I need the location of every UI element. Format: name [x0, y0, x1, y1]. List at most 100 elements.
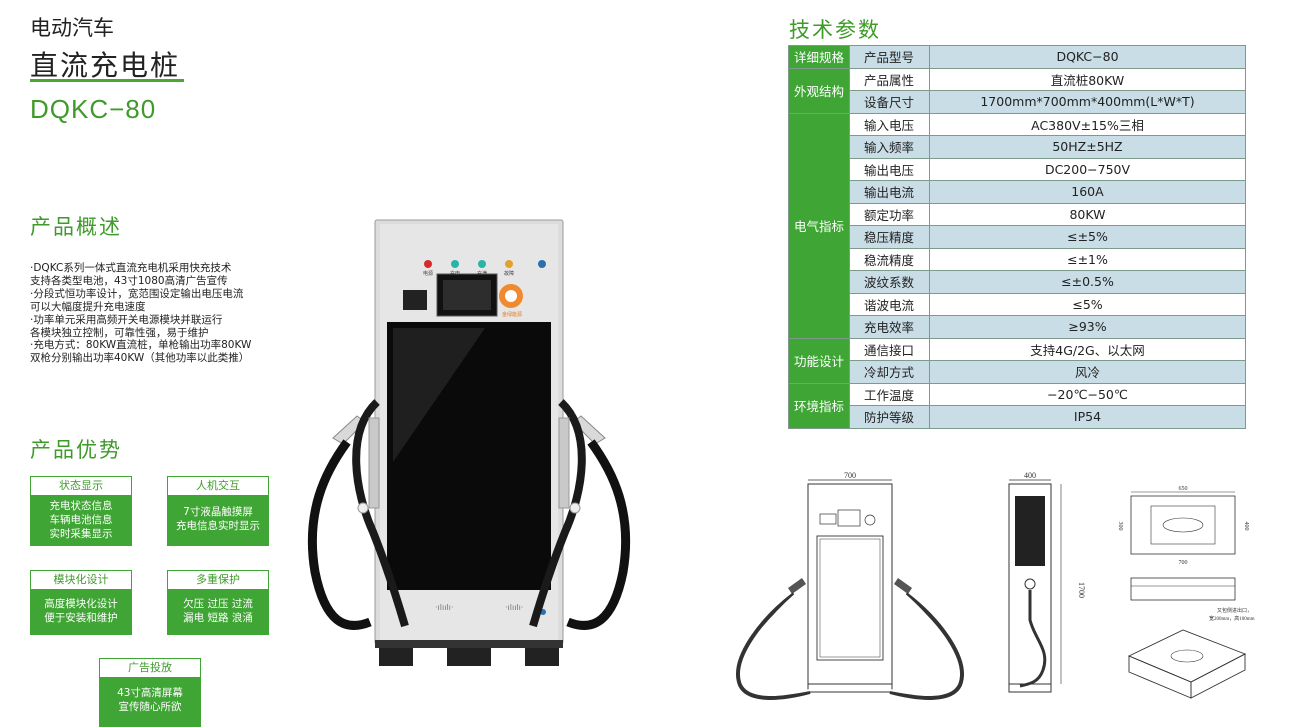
- table-row: 充电效率 ≥93%: [789, 315, 1246, 339]
- spec-name: 谐波电流: [849, 292, 930, 316]
- charger-product-image: 电源 充电 充满 故障 金绿能源 ·ılıılı· ·ılıılı·: [307, 219, 631, 666]
- advantage-line: 7寸液晶触摸屏: [183, 506, 253, 518]
- spec-value: 50HZ±5HZ: [929, 135, 1246, 159]
- spec-value: DQKC−80: [929, 45, 1246, 69]
- table-row: 稳压精度 ≤±5%: [789, 225, 1246, 249]
- base-drawing: 650 300 400 700 又包侧进出口， 宽200mm，高100mm: [1117, 486, 1255, 699]
- advantage-card-advertising: 广告投放 43寸高清屏幕 宣传随心所欲: [99, 658, 201, 727]
- title-underline: [30, 79, 184, 82]
- advantage-line: 实时采集显示: [49, 528, 113, 540]
- advantage-card-hmi: 人机交互 7寸液晶触摸屏 充电信息实时显示: [167, 476, 269, 546]
- table-row: 波纹系数 ≤±0.5%: [789, 270, 1246, 294]
- spec-name: 防护等级: [849, 405, 930, 429]
- advantage-card-protection: 多重保护 欠压 过压 过流 漏电 短路 浪涌: [167, 570, 269, 635]
- spec-name: 通信接口: [849, 337, 930, 361]
- advantage-line: 欠压 过压 过流: [183, 598, 253, 610]
- spec-value: 160A: [929, 180, 1246, 204]
- advantage-title: 人机交互: [168, 477, 268, 496]
- advantage-card-status: 状态显示 充电状态信息 车辆电池信息 实时采集显示: [30, 476, 132, 546]
- table-row: 详细规格 产品型号 DQKC−80: [788, 45, 1246, 69]
- advantage-title: 状态显示: [31, 477, 131, 496]
- light-label: 故障: [504, 270, 514, 277]
- overview-line: 可以大幅度提升充电速度: [30, 300, 146, 313]
- light-label: 电源: [423, 270, 433, 277]
- spec-value: ≥93%: [929, 315, 1246, 339]
- svg-text:·ılıılı·: ·ılıılı·: [505, 603, 523, 612]
- spec-name: 设备尺寸: [849, 90, 930, 114]
- table-row: 设备尺寸 1700mm*700mm*400mm(L*W*T): [789, 90, 1246, 114]
- model-number: DQKC−80: [30, 94, 157, 124]
- page-title: 直流充电桩: [30, 49, 181, 82]
- spec-category: 环境指标: [788, 382, 850, 429]
- table-row: 额定功率 80KW: [789, 202, 1246, 226]
- spec-category: 外观结构: [788, 67, 850, 114]
- spec-category: 电气指标: [788, 112, 850, 339]
- overview-line: 各模块独立控制，可靠性强，易于维护: [30, 326, 209, 339]
- advantage-line: 高度模块化设计: [44, 598, 118, 610]
- overview-line: 双枪分别输出功率40KW（其他功率以此类推）: [30, 352, 250, 365]
- advantage-title: 模块化设计: [31, 571, 131, 590]
- spec-name: 稳压精度: [849, 225, 930, 249]
- overview-line: ·功率单元采用高频开关电源模块并联运行: [30, 313, 223, 326]
- spec-category: 详细规格: [788, 45, 850, 69]
- page-subtitle: 电动汽车: [30, 16, 114, 40]
- advantage-line: 充电信息实时显示: [176, 520, 260, 532]
- spec-value: −20℃−50℃: [929, 382, 1246, 406]
- dimension-label: 700: [1179, 560, 1188, 566]
- advantage-title: 广告投放: [100, 659, 200, 678]
- spec-name: 波纹系数: [849, 270, 930, 294]
- spec-name: 输出电压: [849, 157, 930, 181]
- overview-text: ·DQKC系列一体式直流充电机采用快充技术 支持各类型电池，43寸1080高清广…: [30, 262, 310, 365]
- spec-value: 直流桩80KW: [929, 67, 1246, 91]
- table-row: 输出电压 DC200−750V: [789, 157, 1246, 181]
- table-row: 电气指标 输入电压 AC380V±15%三相: [788, 112, 1246, 339]
- advantage-title: 多重保护: [168, 571, 268, 590]
- table-row: 防护等级 IP54: [789, 405, 1246, 429]
- advantage-line: 便于安装和维护: [44, 612, 118, 624]
- overview-heading: 产品概述: [30, 215, 122, 239]
- dimension-label: 400: [1024, 471, 1036, 480]
- spec-value: 支持4G/2G、以太网: [929, 337, 1246, 361]
- svg-text:·ılıılı·: ·ılıılı·: [435, 603, 453, 612]
- table-row: 外观结构 产品属性 直流桩80KW: [788, 67, 1246, 114]
- spec-value: AC380V±15%三相: [929, 112, 1246, 136]
- spec-name: 额定功率: [849, 202, 930, 226]
- dimension-label: 400: [1243, 522, 1249, 531]
- spec-value: ≤±1%: [929, 247, 1246, 271]
- spec-table: 详细规格 产品型号 DQKC−80 外观结构 产品属性 直流桩80KW 设备尺寸…: [788, 45, 1246, 429]
- table-row: 输入频率 50HZ±5HZ: [789, 135, 1246, 159]
- spec-value: ≤±5%: [929, 225, 1246, 249]
- advantage-line: 43寸高清屏幕: [117, 687, 183, 699]
- spec-name: 工作温度: [849, 382, 930, 406]
- spec-value: 80KW: [929, 202, 1246, 226]
- spec-value: ≤5%: [929, 292, 1246, 316]
- advantage-line: 车辆电池信息: [49, 514, 113, 526]
- spec-value: 风冷: [929, 360, 1246, 384]
- spec-name: 输出电流: [849, 180, 930, 204]
- advantages-heading: 产品优势: [30, 438, 122, 462]
- drawing-note: 又包侧进出口，: [1217, 607, 1252, 614]
- spec-name: 产品属性: [849, 67, 930, 91]
- spec-value: ≤±0.5%: [929, 270, 1246, 294]
- specs-heading: 技术参数: [789, 18, 881, 42]
- table-row: 稳流精度 ≤±1%: [789, 247, 1246, 271]
- spec-name: 输入频率: [849, 135, 930, 159]
- spec-name: 产品型号: [849, 45, 930, 69]
- overview-line: ·分段式恒功率设计，宽范围设定输出电压电流: [30, 287, 244, 300]
- table-row: 谐波电流 ≤5%: [789, 292, 1246, 316]
- advantage-card-modular: 模块化设计 高度模块化设计 便于安装和维护: [30, 570, 132, 635]
- spec-name: 冷却方式: [849, 360, 930, 384]
- overview-line: 支持各类型电池，43寸1080高清广告宣传: [30, 274, 228, 287]
- spec-category: 功能设计: [788, 337, 850, 384]
- table-row: 环境指标 工作温度 −20℃−50℃: [788, 382, 1246, 429]
- side-view-drawing: 400 1700: [1008, 471, 1086, 693]
- advantage-line: 漏电 短路 浪涌: [183, 612, 253, 624]
- advantage-line: 充电状态信息: [49, 500, 113, 512]
- table-row: 功能设计 通信接口 支持4G/2G、以太网: [788, 337, 1246, 384]
- spec-name: 稳流精度: [849, 247, 930, 271]
- advantage-line: 宣传随心所欲: [118, 701, 182, 713]
- table-row: 输出电流 160A: [789, 180, 1246, 204]
- spec-value: 1700mm*700mm*400mm(L*W*T): [929, 90, 1246, 114]
- spec-value: IP54: [929, 405, 1246, 429]
- front-view-drawing: 700: [736, 471, 964, 700]
